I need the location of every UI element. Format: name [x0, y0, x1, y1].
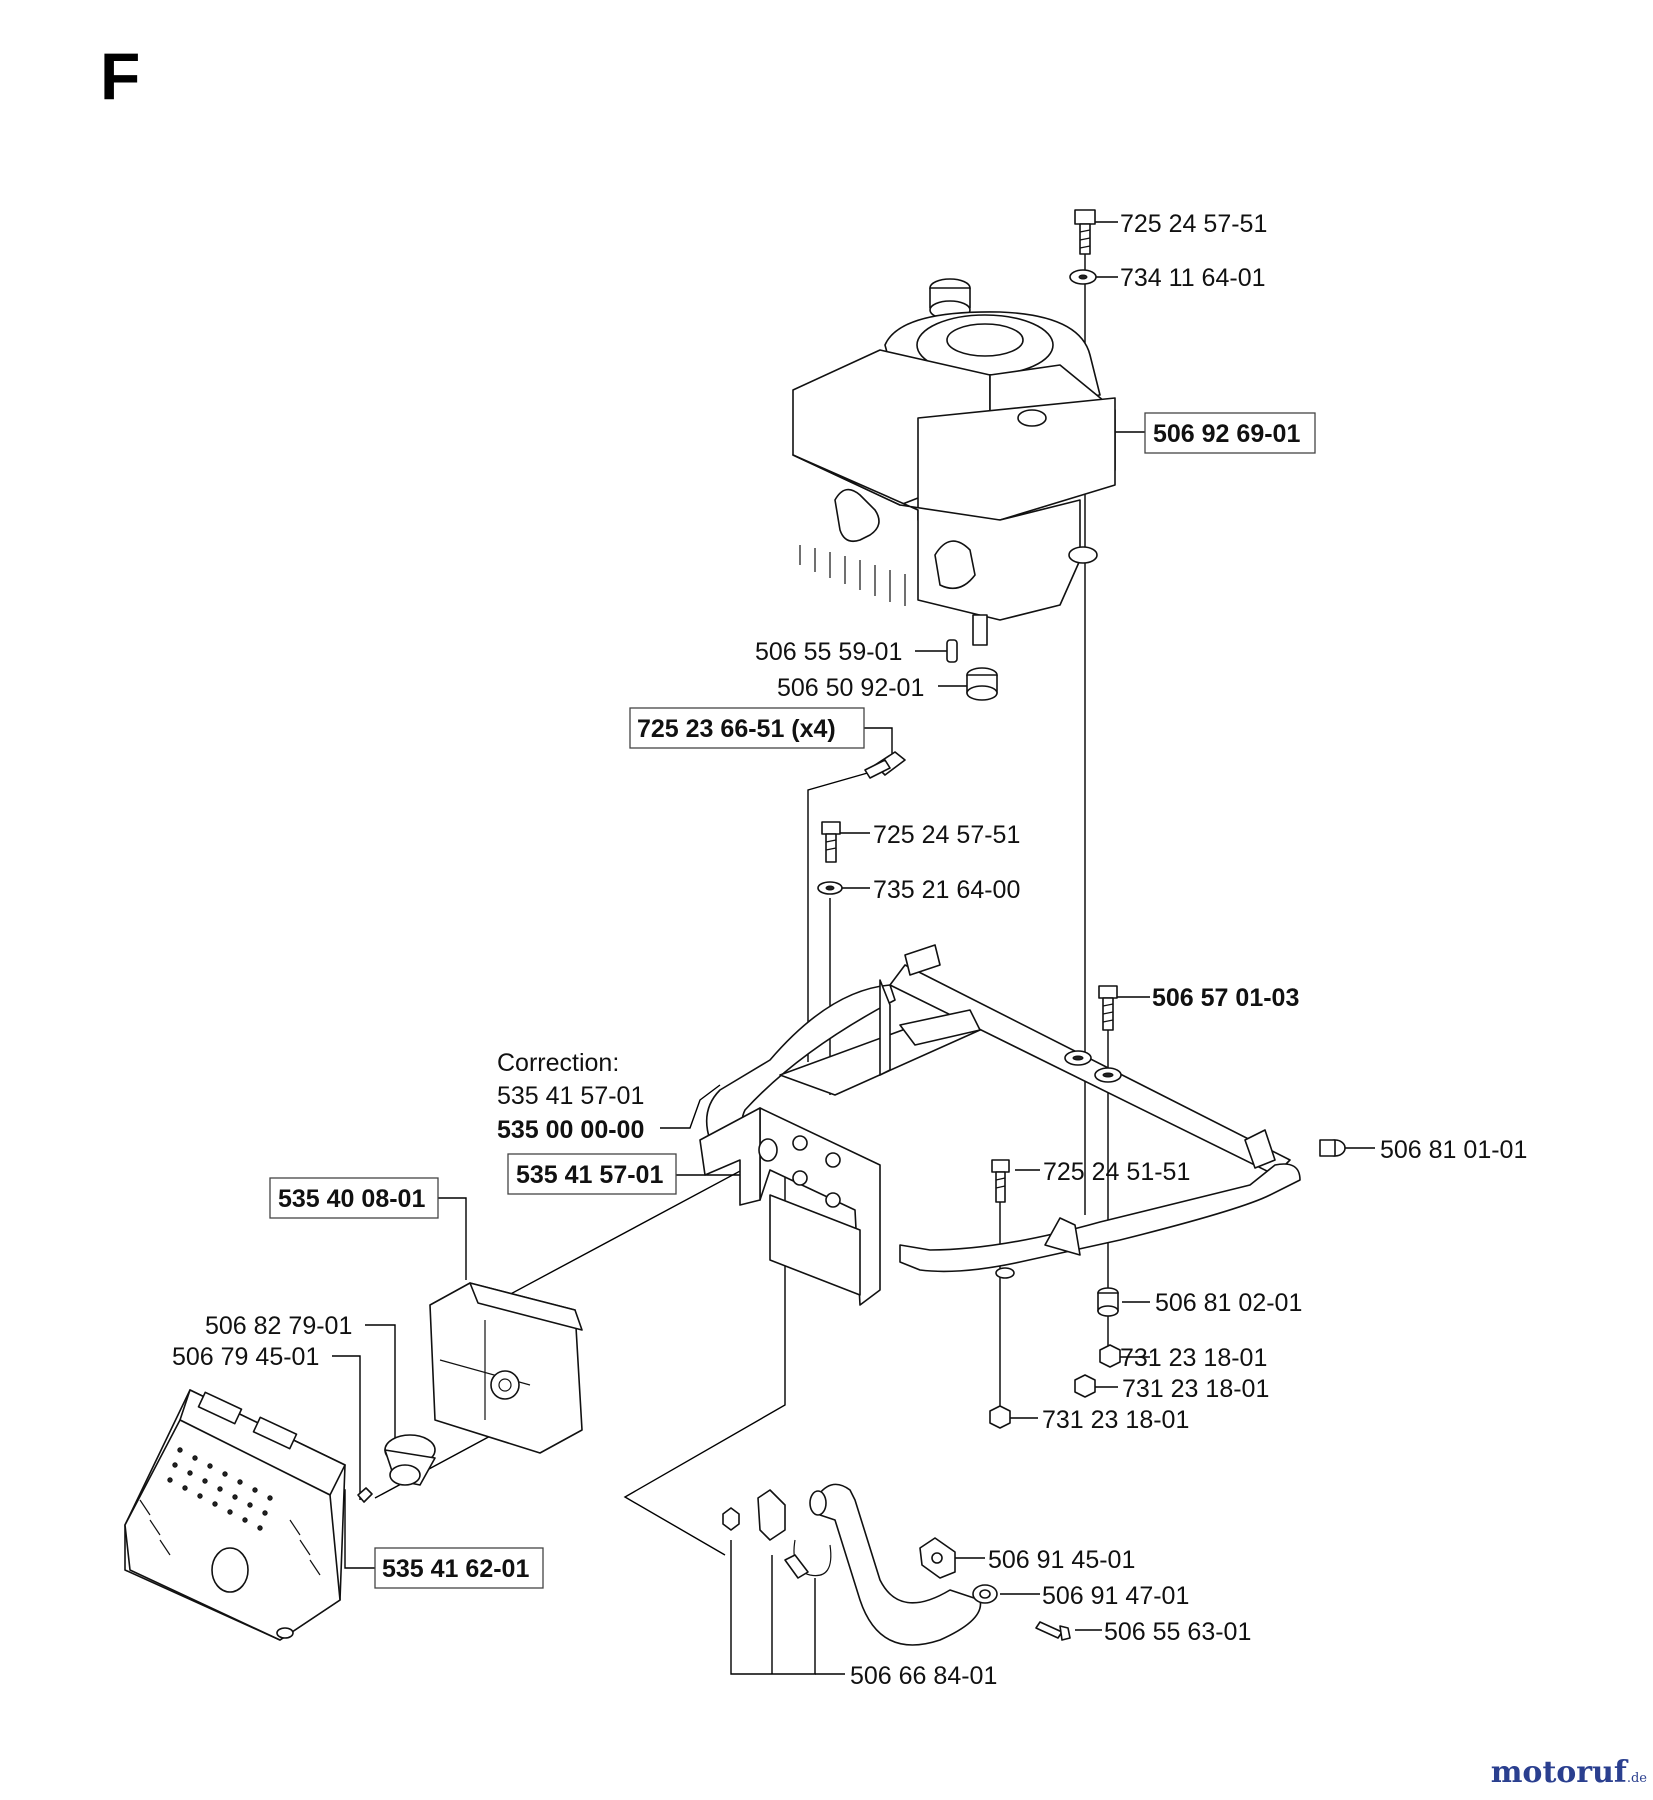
leader-engine-bolts: [864, 727, 893, 755]
label-nut-c: 731 23 18-01: [1042, 1406, 1189, 1434]
label-nut-b: 731 23 18-01: [1122, 1375, 1269, 1403]
clamp-nut: [722, 1507, 740, 1531]
deflector-screw: [357, 1487, 373, 1503]
clamp-bolt: [784, 1554, 809, 1579]
muffler-guard: [124, 1389, 346, 1641]
label-box-muffler-guard: [374, 1547, 544, 1589]
key-part: [946, 639, 958, 663]
nut-b: [1074, 1374, 1096, 1398]
leader-muffler-to-bracket: [489, 1154, 771, 1306]
label-box-muffler: [269, 1177, 439, 1219]
label-spacer: 506 50 92-01: [777, 674, 924, 702]
label-key: 506 55 59-01: [755, 638, 902, 666]
label-box-engine-bolts: [629, 707, 865, 749]
label-box-engine: [1144, 412, 1316, 454]
label-correction-title: Correction:: [497, 1049, 619, 1077]
watermark-tld: .de: [1626, 1771, 1647, 1786]
label-bolt-frame: 725 24 51-51: [1043, 1158, 1190, 1186]
washer-top: [1069, 269, 1097, 285]
engine: [792, 278, 1116, 646]
label-clamp-kit: 506 66 84-01: [850, 1662, 997, 1690]
label-deflector-screw: 506 82 79-01: [205, 1312, 352, 1340]
flange-part: [972, 1584, 998, 1604]
section-letter: F: [100, 39, 141, 113]
label-screw-pipe: 506 55 63-01: [1104, 1618, 1251, 1646]
label-flange: 506 91 47-01: [1042, 1582, 1189, 1610]
leader-clamp-kit: [730, 1540, 816, 1675]
label-engine-bolts: 725 23 66-51 (x4): [637, 715, 836, 743]
leader-exhaust: [623, 1165, 786, 1556]
label-muffler: 535 40 08-01: [278, 1185, 425, 1213]
watermark: motoruf.de: [1491, 1755, 1647, 1790]
label-bushing: 506 81 02-01: [1155, 1289, 1302, 1317]
bolt-mid: [821, 821, 841, 863]
watermark-brand: motoruf: [1490, 1755, 1627, 1790]
leader-muffler: [438, 1197, 467, 1280]
callout-labels: 725 24 57-51 734 11 64-01 506 92 69-01 5…: [172, 210, 1527, 1690]
label-box-bracket: [507, 1153, 677, 1195]
bolt-top: [1074, 209, 1096, 255]
gasket-part: [919, 1537, 956, 1579]
bolt-frame: [991, 1159, 1010, 1203]
exhaust-bracket: [699, 1107, 881, 1306]
leader-deflector: [332, 1355, 361, 1500]
muffler: [429, 1282, 583, 1454]
leader-frame: [660, 1084, 721, 1129]
label-engine: 506 92 69-01: [1153, 420, 1300, 448]
label-plug: 506 81 01-01: [1380, 1136, 1527, 1164]
spacer-part: [966, 667, 998, 701]
label-frame: 535 00 00-00: [497, 1116, 644, 1144]
label-washer-top: 734 11 64-01: [1120, 264, 1266, 292]
label-bolt-right: 506 57 01-03: [1152, 984, 1299, 1012]
label-bracket: 535 41 57-01: [516, 1161, 663, 1189]
plug-part: [1319, 1139, 1346, 1157]
bolt-right: [1098, 985, 1118, 1031]
label-bolt-top: 725 24 57-51: [1120, 210, 1267, 238]
washer-mid: [817, 881, 843, 895]
label-correction-num: 535 41 57-01: [497, 1082, 644, 1110]
screw-pipe-part: [1035, 1621, 1071, 1641]
label-gasket: 506 91 45-01: [988, 1546, 1135, 1574]
label-deflector: 506 79 45-01: [172, 1343, 319, 1371]
leader-deflector-screw: [365, 1324, 396, 1460]
label-nut-a: 731 23 18-01: [1120, 1344, 1267, 1372]
label-washer-mid: 735 21 64-00: [873, 876, 1020, 904]
nut-c: [989, 1405, 1011, 1429]
deflector-part: [384, 1434, 436, 1486]
label-muffler-guard: 535 41 62-01: [382, 1555, 529, 1583]
leader-engine-bolts-down: [807, 769, 879, 1062]
nut-a: [1099, 1344, 1121, 1368]
bushing-part: [1097, 1287, 1119, 1317]
label-bolt-mid: 725 24 57-51: [873, 821, 1020, 849]
engine-bolt: [864, 751, 906, 779]
